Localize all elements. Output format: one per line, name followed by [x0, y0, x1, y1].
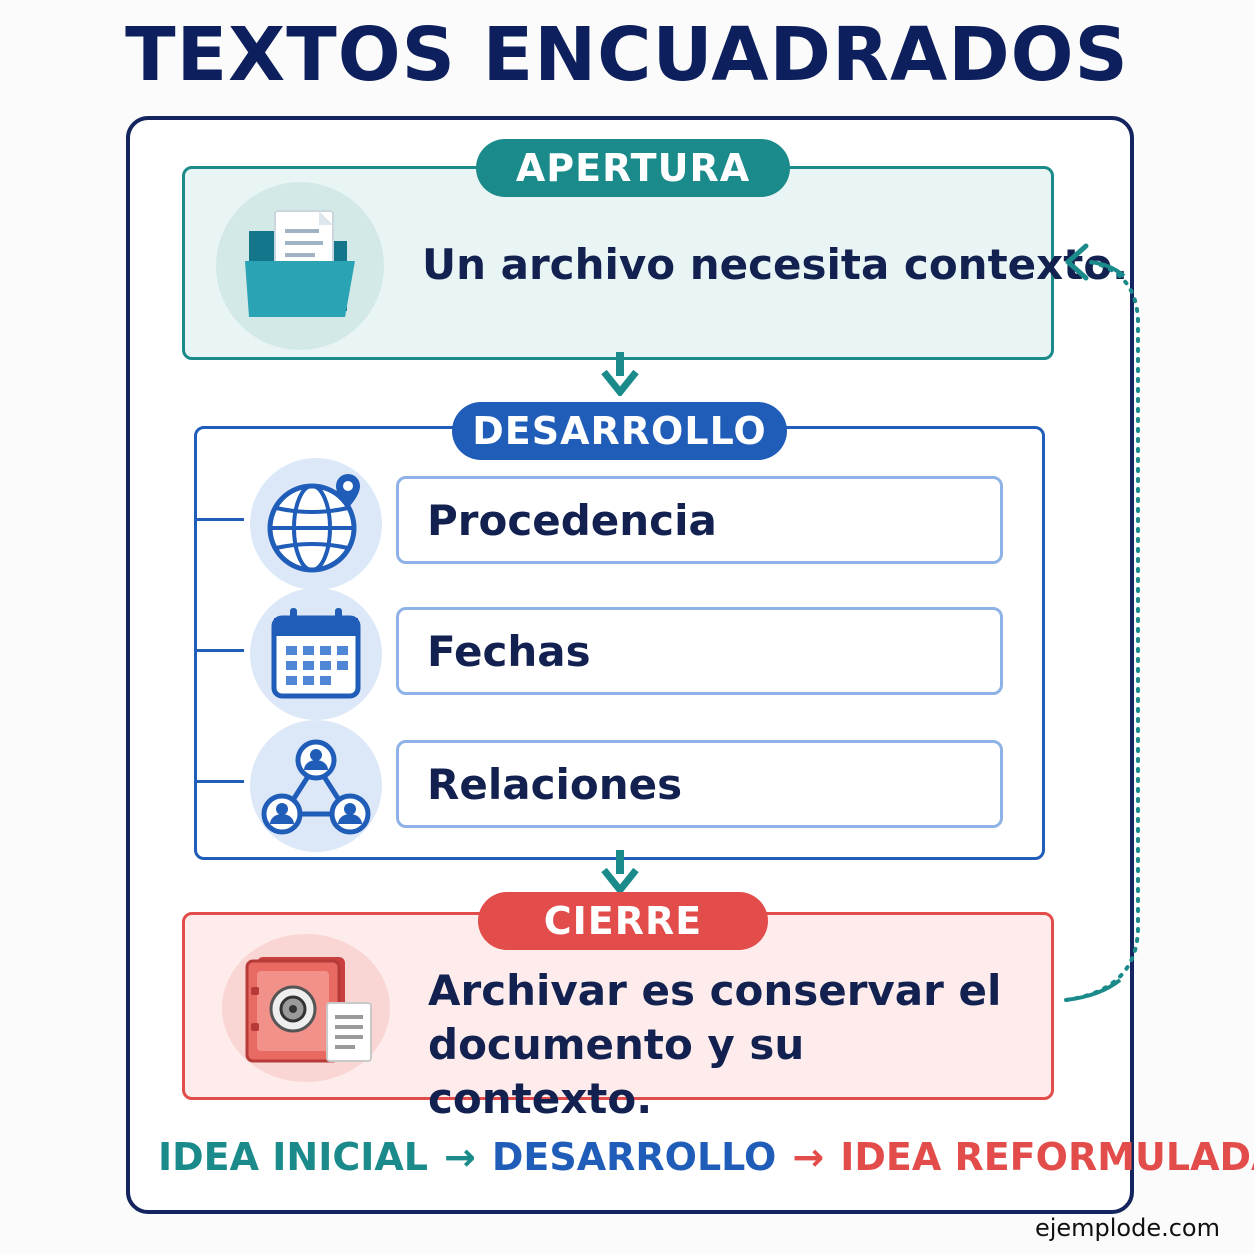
folder-document-icon — [216, 182, 384, 350]
arrow-down-icon — [601, 850, 639, 894]
flow-legend: IDEA INICIAL → DESARROLLO → IDEA REFORMULADA — [158, 1135, 1254, 1179]
desarrollo-label: DESARROLLO — [452, 402, 787, 460]
list-item-fechas: Fechas — [396, 607, 1003, 695]
apertura-label: APERTURA — [476, 139, 790, 197]
list-item-procedencia: Procedencia — [396, 476, 1003, 564]
cierre-text: Archivar es conservar el documento y su … — [428, 964, 1028, 1126]
connector-line — [196, 780, 244, 783]
connector-line — [196, 649, 244, 652]
legend-step-initial: IDEA INICIAL — [158, 1135, 429, 1179]
brand-watermark: ejemplode.com — [1034, 1214, 1220, 1242]
legend-arrow: → — [444, 1135, 476, 1179]
people-network-icon — [250, 720, 382, 852]
connector-line — [196, 518, 244, 521]
cierre-text-line2: documento y su contexto. — [428, 1020, 805, 1123]
arrow-down-icon — [601, 352, 639, 396]
list-item-relaciones: Relaciones — [396, 740, 1003, 828]
apertura-text: Un archivo necesita contexto. — [422, 240, 1129, 289]
loop-back-arrow — [1064, 243, 1140, 1002]
cierre-label: CIERRE — [478, 892, 768, 950]
page-title: TEXTOS ENCUADRADOS — [125, 12, 1129, 98]
safe-document-icon — [222, 934, 390, 1082]
legend-step-development: DESARROLLO — [491, 1135, 777, 1179]
legend-step-reformulated: IDEA REFORMULADA — [840, 1135, 1254, 1179]
calendar-icon — [250, 588, 382, 720]
globe-location-icon — [250, 458, 382, 590]
cierre-text-line1: Archivar es conservar el — [428, 966, 1002, 1015]
legend-arrow: → — [792, 1135, 825, 1179]
